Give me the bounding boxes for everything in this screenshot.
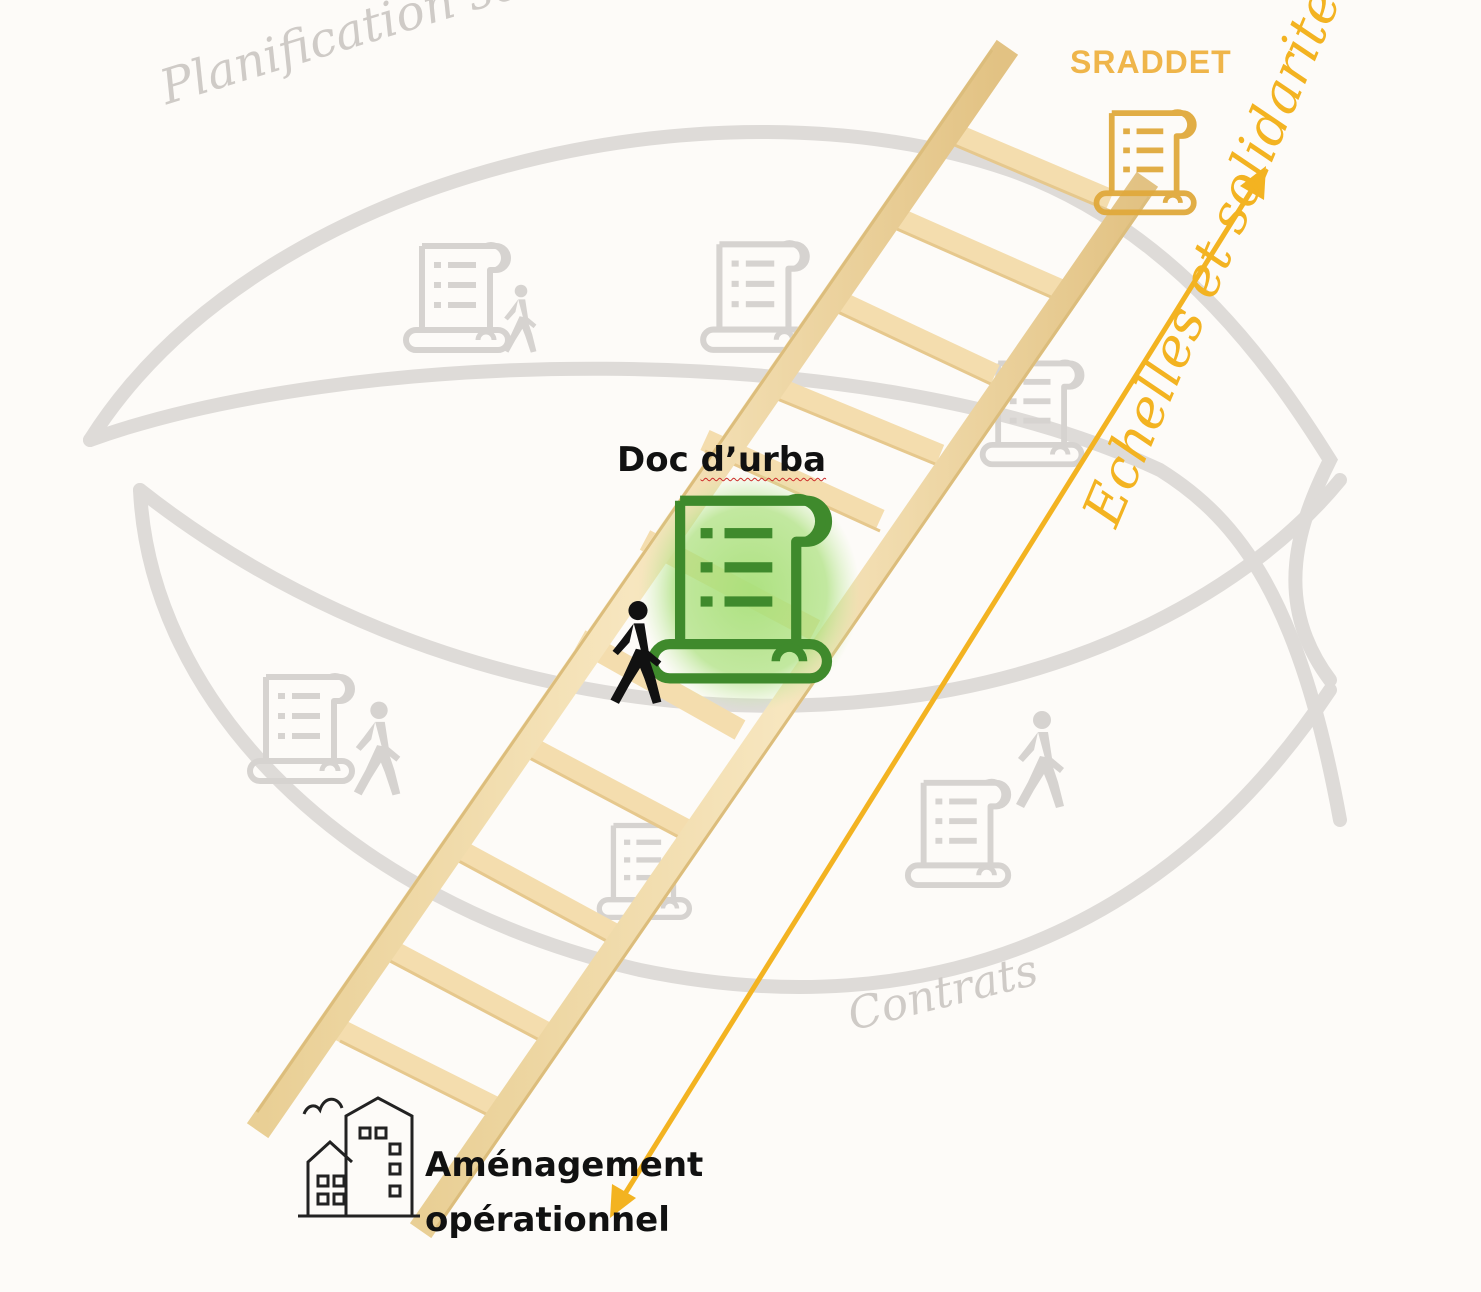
city-buildings-icon bbox=[298, 1096, 420, 1218]
walking-person-icon bbox=[502, 284, 537, 353]
arrow-head-top bbox=[1240, 166, 1266, 200]
doc-label-underlined: d’urba bbox=[700, 440, 827, 480]
doc-urba-highlight bbox=[610, 472, 860, 712]
amenagement-label: Aménagement bbox=[425, 1145, 704, 1185]
contrats-lower-arc bbox=[133, 483, 1337, 994]
echelles-arrow bbox=[610, 166, 1266, 1218]
scroll-document-icon bbox=[406, 245, 508, 350]
scroll-document-icon bbox=[703, 243, 807, 350]
operationnel-label: opérationnel bbox=[425, 1200, 670, 1240]
sraddet-label: SRADDET bbox=[1070, 44, 1232, 80]
walking-person-icon bbox=[1016, 711, 1064, 808]
doc-urba-label: Doc d’urba bbox=[617, 440, 826, 480]
scroll-document-icon bbox=[908, 782, 1008, 885]
walking-person-icon bbox=[353, 701, 401, 796]
doc-label-prefix: Doc bbox=[617, 440, 701, 480]
ladder-rungs-shadow bbox=[339, 139, 1111, 1123]
arrow-head-bottom bbox=[610, 1184, 636, 1218]
ladder bbox=[246, 39, 1159, 1239]
ladder-left-rail bbox=[246, 39, 1019, 1139]
